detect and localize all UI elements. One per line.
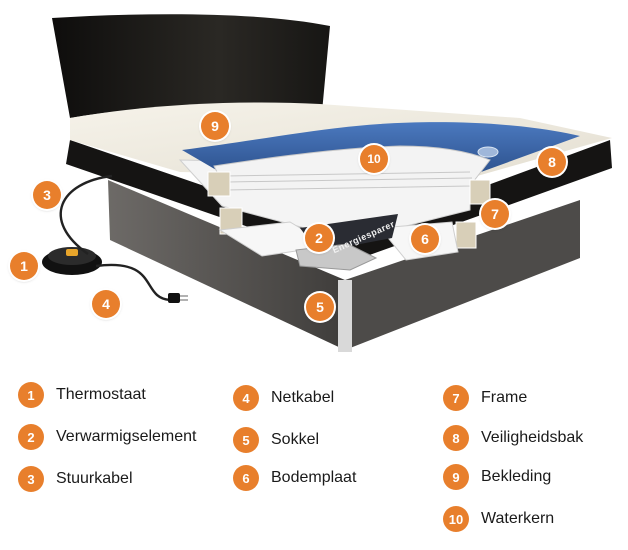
plinth-front [108, 180, 345, 350]
marker-6: 6 [411, 225, 439, 253]
legend-item: 1 Thermostaat [18, 379, 146, 411]
legend-label: Stuurkabel [56, 470, 133, 487]
plinth-side [345, 200, 580, 350]
marker-3: 3 [33, 181, 61, 209]
legend-number: 8 [443, 425, 469, 451]
legend-label: Verwarmigselement [56, 428, 197, 445]
legend-item: 6 Bodemplaat [233, 462, 356, 494]
legend-label: Thermostaat [56, 386, 146, 403]
waterbed-illustration [42, 14, 612, 352]
legend-label: Veiligheidsbak [481, 429, 584, 446]
frame-post-left [207, 171, 231, 197]
legend-number: 6 [233, 465, 259, 491]
marker-7: 7 [481, 200, 509, 228]
legend-item: 7 Frame [443, 382, 527, 414]
legend-label: Netkabel [271, 389, 335, 406]
marker-2: 2 [305, 224, 333, 252]
marker-1: 1 [10, 252, 38, 280]
power-cable [95, 263, 171, 302]
power-plug [168, 293, 180, 303]
legend-number: 10 [443, 506, 469, 532]
plinth-corner [338, 280, 352, 352]
control-cable [59, 174, 113, 255]
legend-label: Waterkern [481, 510, 555, 527]
legend-item: 2 Verwarmigselement [18, 421, 197, 453]
frame-post-right [469, 179, 491, 205]
legend-item: 4 Netkabel [233, 382, 334, 414]
legend-label: Bekleding [481, 468, 552, 485]
legend-number: 5 [233, 427, 259, 453]
legend-item: 3 Stuurkabel [18, 463, 133, 495]
legend-number: 2 [18, 424, 44, 450]
legend-label: Sokkel [271, 431, 320, 448]
legend-item: 9 Bekleding [443, 461, 551, 493]
legend-number: 7 [443, 385, 469, 411]
legend-label: Bodemplaat [271, 469, 357, 486]
waterbed-diagram: Energiesparer 1 2 3 4 5 6 7 8 9 10 [10, 14, 612, 352]
legend-number: 4 [233, 385, 259, 411]
legend-label: Frame [481, 389, 528, 406]
marker-9: 9 [201, 112, 229, 140]
legend-item: 5 Sokkel [233, 424, 319, 456]
legend-item: 10 Waterkern [443, 503, 554, 535]
marker-10: 10 [360, 145, 388, 173]
fill-valve [477, 146, 499, 158]
marker-8: 8 [538, 148, 566, 176]
headboard [52, 14, 330, 119]
marker-5: 5 [306, 293, 334, 321]
legend-item: 8 Veiligheidsbak [443, 422, 583, 454]
legend-number: 3 [18, 466, 44, 492]
marker-4: 4 [92, 290, 120, 318]
legend-number: 9 [443, 464, 469, 490]
frame-post-back [455, 221, 477, 249]
legend-number: 1 [18, 382, 44, 408]
